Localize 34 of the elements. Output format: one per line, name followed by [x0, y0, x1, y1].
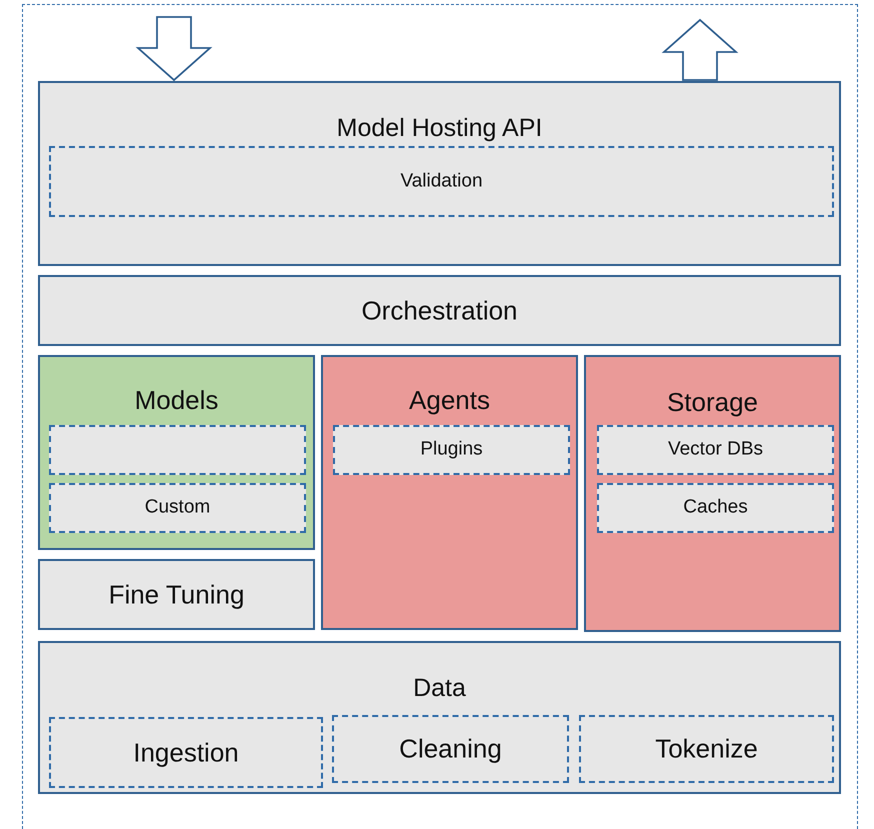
box-label: Cleaning	[398, 733, 503, 765]
box-label: Tokenize	[654, 733, 759, 765]
validation-box	[49, 146, 834, 217]
box-label: Custom	[144, 496, 212, 520]
block-arrow	[136, 16, 212, 82]
caches-box	[597, 483, 834, 533]
panel-heading: Agents	[408, 385, 491, 416]
box-label: Vector DBs	[666, 438, 764, 462]
box-label: Fine Tuning	[108, 578, 246, 610]
orchestration-layer-panel	[38, 275, 841, 346]
panel-heading: Model Hosting API	[336, 113, 544, 143]
outer-frame	[22, 4, 858, 829]
fine-tuning-panel	[38, 559, 315, 630]
block-arrow	[662, 18, 738, 81]
api-layer-panel	[38, 81, 841, 266]
panel-heading: Data	[412, 673, 467, 703]
box-label: Plugins	[419, 438, 484, 462]
cleaning-box	[332, 715, 569, 783]
models-panel	[38, 355, 315, 550]
data-layer-panel	[38, 641, 841, 794]
box-label: Validation	[399, 170, 484, 193]
tokenize-box	[579, 715, 834, 783]
panel-heading: Storage	[666, 387, 760, 418]
ingestion-box	[49, 717, 323, 788]
agents-panel	[321, 355, 578, 630]
box-label: Orchestration	[360, 294, 519, 326]
panel-heading: Models	[134, 385, 220, 416]
storage-panel	[584, 355, 841, 632]
box-label: Ingestion	[132, 736, 240, 768]
model-box	[49, 425, 306, 475]
box-label: Caches	[682, 496, 749, 520]
vector-db-box	[597, 425, 834, 475]
plugins-box	[333, 425, 570, 475]
custom-model-box	[49, 483, 306, 533]
